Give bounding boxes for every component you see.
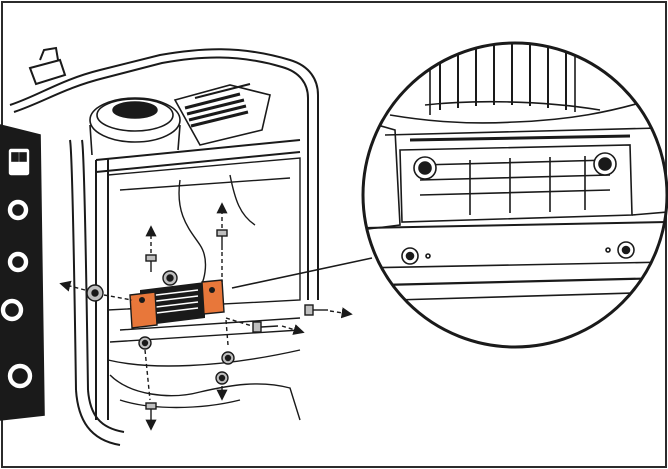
nut (162, 270, 178, 286)
control-panel (0, 124, 45, 421)
bolt (216, 229, 228, 250)
fastener-callouts (59, 202, 353, 431)
nut (215, 371, 229, 385)
nut (86, 284, 104, 302)
bolt (145, 402, 157, 420)
engine-cover (89, 83, 271, 156)
detail-magnifier (361, 41, 668, 349)
detail-pointer-line (231, 257, 373, 289)
mounting-bracket-assembly (129, 279, 225, 329)
mounting-bracket-left (129, 291, 158, 329)
generator-frame (9, 46, 319, 446)
bolt (145, 254, 157, 272)
mounting-bracket-right (201, 279, 225, 315)
nut (221, 351, 235, 365)
bolt (304, 304, 328, 316)
bolt (252, 321, 279, 333)
nut (138, 336, 152, 350)
